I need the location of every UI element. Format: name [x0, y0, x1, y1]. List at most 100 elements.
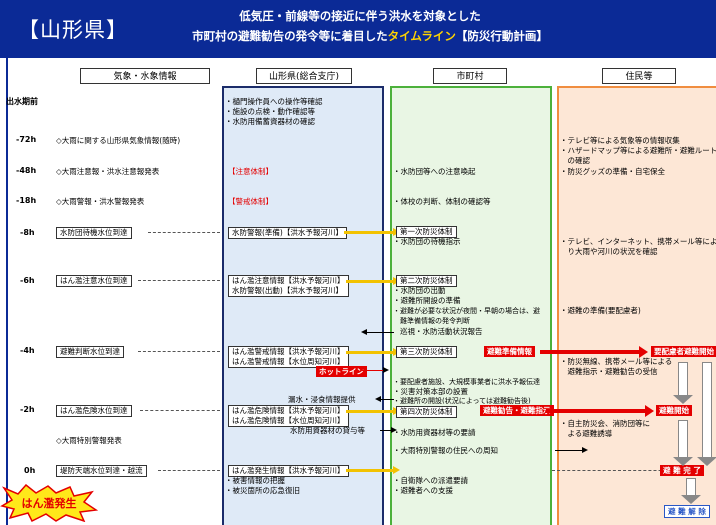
weather-18h: ◇大雨警報・洪水警報発表: [56, 197, 145, 206]
weather-6h-box: はん濫注意水位到達: [56, 275, 132, 287]
city-4h-b: ・災害対策本部の設置: [393, 387, 468, 396]
patrol-report-arrow: [361, 329, 394, 335]
city-18h: ・体校の判断、体制の確認等: [393, 197, 491, 206]
burst-label: はん濫発生: [22, 496, 77, 510]
time-2h: -2h: [20, 405, 35, 414]
city-4h-a: ・要配慮者施設、大規模事業者に洪水予報伝達: [393, 378, 540, 386]
pref-2h-line-b: はん濫危険情報【水位周知河川】: [232, 416, 345, 425]
prefecture-label: 【山形県】: [18, 18, 128, 42]
city-8h-standby: ・水防団の待機指示: [393, 237, 461, 246]
title-line-2-pre: 市町村の避難勧告の発令等に着目した: [192, 29, 388, 43]
res-2h-evac-start: 避難開始: [656, 405, 692, 416]
res-72h-c: の確認: [560, 156, 590, 165]
time-4h: -4h: [20, 346, 35, 355]
res-72h-b: ・ハザードマップ等による避難所・避難ルート: [560, 146, 716, 155]
city-6h-a: ・水防団の出動: [393, 286, 446, 295]
time-0h: 0h: [24, 466, 36, 475]
res-6h: ・避難の準備(要配慮者): [560, 306, 641, 315]
res-8h-b: り大雨や河川の状況を確認: [560, 247, 658, 256]
header-weather: 気象・水象情報: [80, 68, 210, 84]
pref-4h-box: はん濫警戒情報【洪水予報河川】はん濫警戒情報【水位周知河川】: [228, 346, 349, 368]
rule-0h-a: [158, 470, 220, 471]
time-72h: -72h: [16, 135, 37, 144]
hotline-label: ホットライン: [316, 366, 367, 377]
pref-0h-repair: ・被災箇所の応急復旧: [225, 486, 300, 495]
pref-pre-2: ・施設の点検・動作確認等: [225, 107, 315, 116]
down-arrow-1: [673, 362, 693, 404]
weather-48h: ◇大雨注意報・洪水注意報発表: [56, 167, 160, 176]
flood-occurrence-burst: はん濫発生: [0, 484, 98, 522]
res-4h-b: 避難指示・避難勧告の受信: [560, 367, 658, 376]
res-0h-evac-done: 避 難 完 了: [660, 465, 704, 476]
pref-4h-line-a: はん濫警戒情報【洪水予報河川】: [232, 347, 345, 356]
down-arrow-2: [697, 362, 716, 466]
pref-caution-mode: 【注意体制】: [228, 167, 273, 176]
arrow-evac-order: [546, 405, 654, 417]
pref-2h-box: はん濫危険情報【洪水予報河川】はん濫危険情報【水位周知河川】: [228, 405, 349, 427]
rule-4h: [138, 351, 220, 352]
title-line-2: 市町村の避難勧告の発令等に着目したタイムライン【防災行動計画】: [150, 28, 590, 44]
res-48h: ・防災グッズの準備・自宅保全: [560, 167, 665, 176]
title-timeline-word: タイムライン: [387, 29, 456, 43]
weather-2h-box: はん濫危険水位到達: [56, 405, 132, 417]
pref-0h-damage: ・被害情報の把握: [225, 476, 285, 485]
rule-6h: [138, 280, 220, 281]
city-column: [390, 86, 552, 525]
arrow-6h: [346, 277, 400, 285]
city-0h-b: ・避難者への支援: [393, 486, 453, 495]
pref-alert-mode: 【警戒体制】: [228, 197, 273, 206]
left-rule: [6, 58, 8, 525]
city-6h-d: 難準備情報の発令判断: [393, 317, 470, 325]
time-48h: -48h: [16, 166, 37, 175]
res-2h-a: ・自主防災会、消防団等に: [560, 419, 650, 428]
res-0h-evac-lifted: 避 難 解 除: [664, 505, 710, 518]
pref-pre-3: ・水防用備蓄資器材の確認: [225, 117, 315, 126]
res-72h-a: ・テレビ等による気象等の情報収集: [560, 136, 680, 145]
pref-6h-line-a: はん濫注意情報【洪水予報河川】: [232, 276, 345, 285]
hotline-arrow: [362, 367, 389, 373]
city-6h-c: ・避難が必要な状況が夜間・早朝の場合は、避: [393, 307, 540, 315]
arrow-2h: [346, 407, 400, 415]
city-0h-a: ・自衛隊への派遣要請: [393, 476, 468, 485]
arrow-8h: [344, 228, 400, 236]
rule-0h-b: [552, 470, 692, 471]
pref-2h-leak-info: 漏水・浸食情報提供: [288, 395, 356, 404]
city-2h-box: 第四次防災体制: [396, 406, 457, 418]
pref-2h-equipment: 水防用資器材の貸与等: [290, 426, 365, 435]
city-6h-e: 巡視・水防活動状況報告: [400, 327, 483, 336]
city-6h-b: ・避難所開設の準備: [393, 296, 461, 305]
pref-6h-box: はん濫注意情報【洪水予報河川】水防警報(出動)【洪水予報河川】: [228, 275, 349, 297]
special-warning-arrow: [555, 447, 588, 453]
res-2h-b: よる避難誘導: [560, 429, 613, 438]
title-line-1: 低気圧・前線等の接近に伴う洪水を対象とした: [239, 9, 481, 23]
arrow-evac-prep: [540, 346, 648, 358]
res-4h-a: ・防災無線、携帯メール等による: [560, 357, 673, 366]
rule-8h-a: [148, 232, 220, 233]
weather-8h-box: 水防団待機水位到達: [56, 227, 132, 239]
arrow-4h: [346, 348, 400, 356]
title-line-2-post: 【防災行動計画】: [455, 29, 548, 43]
city-48h: ・水防団等への注意喚起: [393, 167, 476, 176]
prefecture-column: [222, 86, 384, 525]
weather-4h-box: 避難判断水位到達: [56, 346, 124, 358]
city-4h-box: 第三次防災体制: [396, 346, 457, 358]
time-pre-season: 出水期前: [6, 97, 38, 106]
down-arrow-4: [681, 478, 701, 504]
arrow-0h: [346, 466, 400, 474]
down-arrow-3: [673, 420, 693, 466]
city-4h-c: ・避難所の開設(状況によっては避難勧告後): [393, 397, 531, 405]
res-4h-vulnerable-evac: 要配慮者避難開始: [651, 346, 716, 357]
time-8h: -8h: [20, 228, 35, 237]
rule-2h: [140, 410, 220, 411]
header-prefecture: 山形県(総合支庁): [256, 68, 352, 84]
weather-2h-special: ◇大雨特別警報発表: [56, 436, 122, 445]
res-8h-a: ・テレビ、インターネット、携帯メール等によ: [560, 237, 716, 246]
header-city: 市町村: [433, 68, 507, 84]
city-2h-a: ・水防用資器材等の要請: [393, 428, 476, 437]
pref-6h-line-b: 水防警報(出動)【洪水予報河川】: [232, 286, 343, 295]
pref-8h-box: 水防警報(準備)【洪水予報河川】: [228, 227, 347, 239]
weather-0h-box: 堤防天端水位到達・越流: [56, 465, 147, 477]
leak-info-arrow: [375, 396, 394, 402]
weather-72h: ◇大雨に関する山形県気象情報(随時): [56, 136, 181, 145]
time-6h: -6h: [20, 276, 35, 285]
